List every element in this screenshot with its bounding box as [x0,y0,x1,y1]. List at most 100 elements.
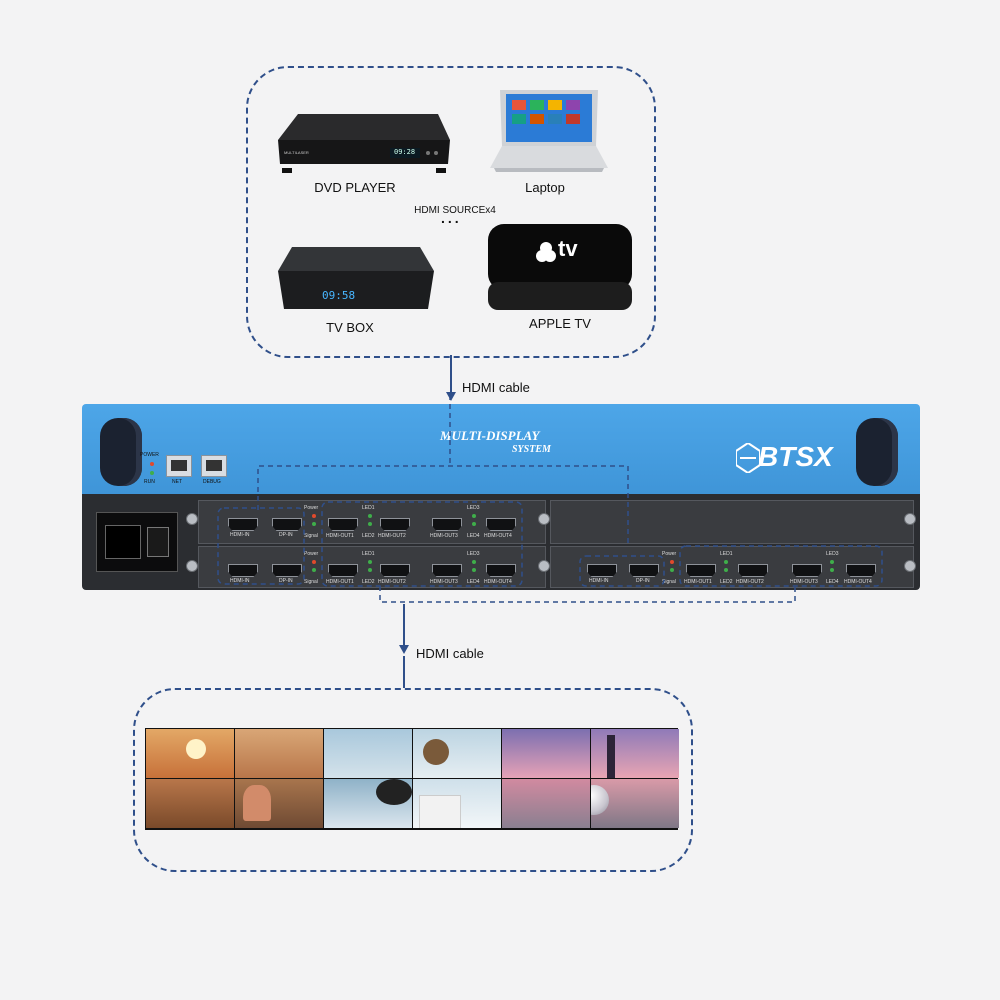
ellipsis-icon: ... [441,210,462,226]
run-led [150,471,154,475]
tv-box-label: TV BOX [326,320,374,335]
screw-4 [538,560,550,572]
led1-label: LED1 [362,505,375,511]
dp-in-label: DP-IN [279,532,293,538]
wall-panel [413,779,501,828]
wall-panel [324,729,412,778]
output-cable-line [403,604,405,648]
left-rack-handle [100,418,142,486]
hdmi-out2-label: HDMI-OUT2 [736,579,764,585]
net-port-label: NET [172,479,182,485]
hdmi-out3-port [792,564,822,577]
apple-tv-icon: tv [488,224,632,312]
card-top-right-blank [550,500,914,544]
dvd-brand-text: MULTILASER [284,150,309,155]
hdmi-out4-label: HDMI-OUT4 [484,579,512,585]
led3-label: LED3 [467,505,480,511]
wall-panel [235,779,323,828]
hdmi-in-port [587,564,617,577]
dp-in-label: DP-IN [279,578,293,584]
screw-6 [904,560,916,572]
hdmi-out4-label: HDMI-OUT4 [484,533,512,539]
led2-label: LED2 [720,579,733,585]
hdmi-out1-label: HDMI-OUT1 [326,533,354,539]
card-led [724,568,728,572]
screw-5 [904,513,916,525]
card-led [312,514,316,518]
dp-in-port [272,518,302,531]
screw-1 [186,513,198,525]
card-led [472,560,476,564]
wall-panel [502,729,590,778]
output-cable-stub [403,656,405,688]
led2-label: LED2 [362,579,375,585]
card-led [830,560,834,564]
wall-panel [235,729,323,778]
hdmi-out4-label: HDMI-OUT4 [844,579,872,585]
tv-box-display-text: 09:58 [322,289,356,302]
card-led [368,560,372,564]
card-led [312,522,316,526]
signal-label: Signal [662,579,676,585]
wall-panel [591,729,679,778]
hdmi-in-label: HDMI-IN [589,578,609,584]
power-label: Power [304,505,319,511]
dvd-player-icon: 09:28 MULTILASER [278,112,450,174]
input-cable-line [450,355,452,395]
hdmi-out4-port [846,564,876,577]
dp-in-port [629,564,659,577]
card-led [312,560,316,564]
led3-label: LED3 [826,551,839,557]
wall-panel [146,729,234,778]
wall-panel [146,779,234,828]
card-led [472,514,476,518]
led1-label: LED1 [720,551,733,557]
card-led [312,568,316,572]
hdmi-out4-port [486,518,516,531]
screw-2 [186,560,198,572]
card-led [830,568,834,572]
video-wall [145,728,679,830]
led2-label: LED2 [362,533,375,539]
tv-box-icon: 09:58 [278,245,434,313]
power-label: Power [304,551,319,557]
debug-port-icon [201,455,227,477]
run-led-label: RUN [144,479,155,485]
device-logo-line2: SYSTEM [512,444,551,455]
dp-in-label: DP-IN [636,578,650,584]
output-cable-arrowhead [399,645,409,654]
laptop-label: Laptop [525,180,565,195]
hdmi-out3-label: HDMI-OUT3 [430,579,458,585]
wall-panel [324,779,412,828]
led1-label: LED1 [362,551,375,557]
hdmi-out3-port [432,518,462,531]
signal-label: Signal [304,533,318,539]
device-logo-line1: MULTI-DISPLAY [440,428,540,443]
display-wall-box [133,688,693,872]
dvd-display-text: 09:28 [394,148,416,156]
card-led [368,514,372,518]
hdmi-out1-label: HDMI-OUT1 [684,579,712,585]
hdmi-out2-port [380,518,410,531]
signal-label: Signal [304,579,318,585]
power-label: Power [662,551,677,557]
wall-panel [591,779,679,828]
hdmi-out2-label: HDMI-OUT2 [378,579,406,585]
power-led-label: POWER [140,452,159,458]
hdmi-out1-port [328,518,358,531]
power-inlet-icon [96,512,178,572]
laptop-icon [490,88,608,174]
hdmi-out4-port [486,564,516,577]
debug-port-label: DEBUG [203,479,221,485]
hdmi-out3-port [432,564,462,577]
card-led [472,568,476,572]
hdmi-out1-port [686,564,716,577]
hdmi-source-count-label: HDMI SOURCEx4 [414,205,496,216]
card-led [670,560,674,564]
card-led [472,522,476,526]
hdmi-out2-port [738,564,768,577]
hdmi-out3-label: HDMI-OUT3 [790,579,818,585]
brand-logo: BTSX [736,441,836,475]
right-rack-handle [856,418,898,486]
power-switch-icon [147,527,169,557]
